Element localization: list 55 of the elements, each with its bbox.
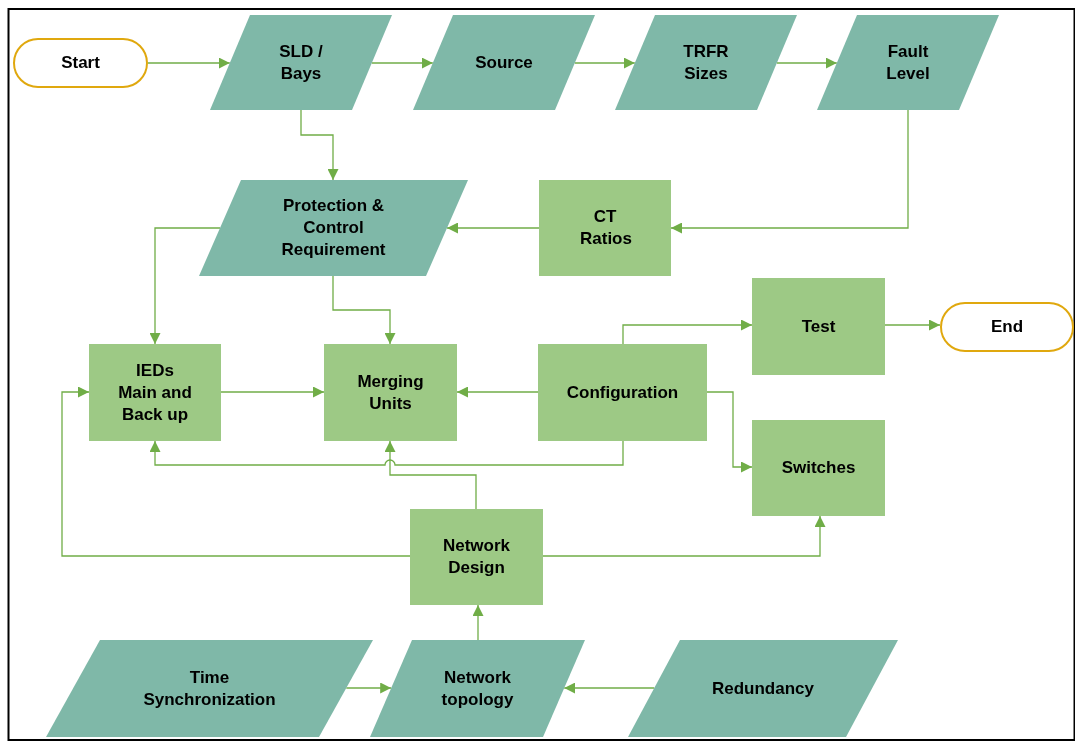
data-parallelogram — [199, 180, 468, 276]
terminal-pill — [940, 302, 1074, 352]
arrow — [147, 57, 231, 69]
arrow — [300, 109, 339, 181]
process-box — [538, 344, 707, 441]
arrow — [345, 682, 392, 694]
arrow — [563, 682, 655, 694]
process-box — [324, 344, 457, 441]
data-parallelogram — [615, 15, 797, 110]
arrow — [220, 386, 325, 398]
arrow — [149, 440, 624, 466]
arrow — [61, 386, 411, 557]
arrow — [776, 57, 838, 69]
node-label: Fault Level — [885, 40, 931, 85]
arrow — [446, 222, 540, 234]
node-label: Redundancy — [712, 677, 814, 700]
arrow — [670, 109, 909, 234]
node-label: Network Design — [441, 535, 512, 579]
arrow — [472, 604, 484, 641]
node-label: IEDs Main and Back up — [117, 359, 193, 426]
process-box — [752, 420, 885, 516]
node-label: TRFR Sizes — [682, 40, 730, 85]
process-box — [539, 180, 671, 276]
arrow — [371, 57, 434, 69]
node-label: Test — [801, 315, 836, 338]
node-label: SLD / Bays — [278, 40, 324, 85]
terminal-pill — [13, 38, 148, 88]
data-parallelogram — [370, 640, 585, 737]
node-label: Start — [61, 52, 100, 74]
node-label: Time Synchronization — [142, 666, 277, 711]
arrow — [149, 227, 221, 345]
node-label: Network topology — [440, 666, 515, 711]
arrow — [332, 275, 396, 345]
process-box — [89, 344, 221, 441]
process-box — [410, 509, 543, 605]
arrow — [622, 319, 753, 345]
node-label: CT Ratios — [580, 206, 630, 250]
node-label: Source — [475, 51, 533, 74]
arrow — [706, 391, 753, 473]
arrow — [884, 319, 941, 331]
node-label: Configuration — [566, 381, 679, 404]
node-label: Protection & Control Requirement — [280, 195, 387, 261]
node-label: Merging Units — [356, 370, 425, 415]
data-parallelogram — [46, 640, 373, 737]
node-label: End — [990, 316, 1024, 338]
arrow — [384, 440, 477, 510]
process-box — [752, 278, 885, 375]
arrow — [542, 515, 826, 557]
data-parallelogram — [210, 15, 392, 110]
data-parallelogram — [413, 15, 595, 110]
arrow — [456, 386, 539, 398]
data-parallelogram — [628, 640, 898, 737]
arrow — [574, 57, 636, 69]
node-label: Switches — [781, 457, 856, 479]
data-parallelogram — [817, 15, 999, 110]
